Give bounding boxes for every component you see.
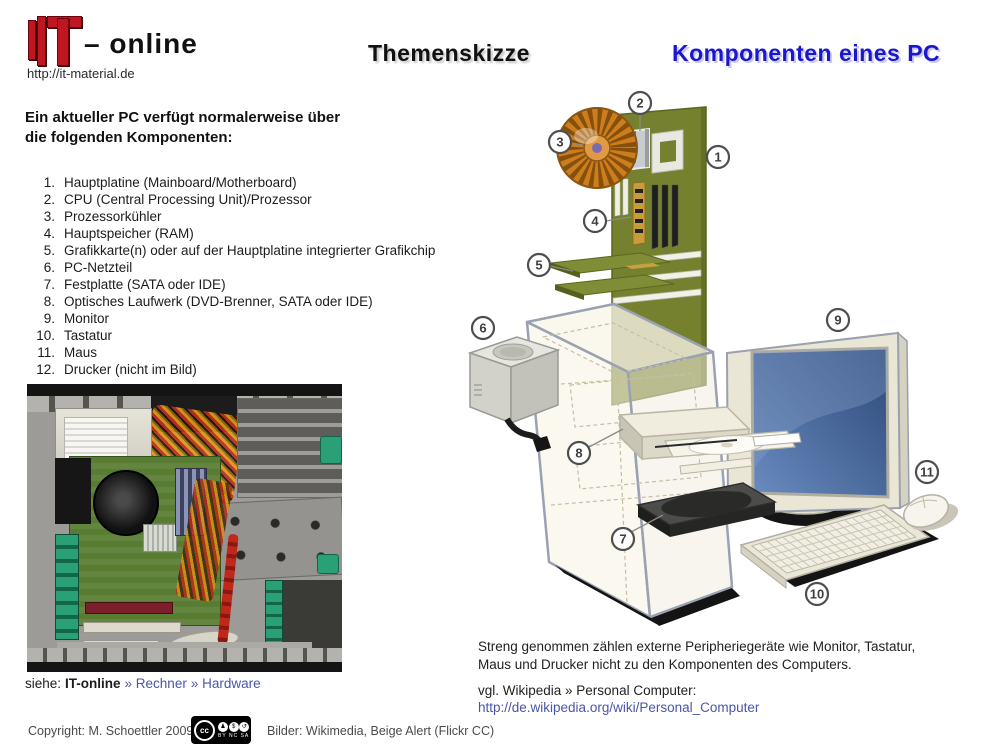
graphics-cards-illustration — [550, 252, 675, 300]
hard-disk-illustration — [636, 482, 778, 537]
list-item: 8.Optisches Laufwerk (DVD-Brenner, SATA … — [43, 294, 373, 309]
intro-text: Ein aktueller PC verfügt normalerweise ü… — [25, 108, 340, 147]
intro-line-1: Ein aktueller PC verfügt normalerweise ü… — [25, 109, 341, 126]
page-title: Komponenten eines PC — [672, 40, 941, 66]
list-item: 3.Prozessorkühler — [43, 209, 162, 224]
psu-label-sticker — [64, 417, 128, 461]
pc-components-diagram: 1 2 3 4 5 6 7 8 9 10 11 — [467, 90, 959, 626]
callout-8: 8 — [566, 440, 592, 466]
svg-text:5: 5 — [535, 258, 542, 273]
motherboard-illustration — [611, 106, 707, 406]
callout-9: 9 — [825, 307, 851, 333]
open-pc-case-photo — [27, 384, 342, 672]
expansion-slot-clips — [55, 534, 79, 640]
link-hardware[interactable]: » Hardware — [190, 676, 261, 691]
component-list: 1.Hauptplatine (Mainboard/Motherboard) 2… — [25, 174, 435, 378]
callout-11: 11 — [914, 459, 940, 485]
callout-4: 4 — [582, 208, 608, 234]
rear-case-fan — [55, 458, 91, 524]
callout-7: 7 — [610, 526, 636, 552]
svg-text:7: 7 — [619, 532, 626, 547]
list-item: 11.Maus — [37, 345, 98, 360]
svg-text:1: 1 — [714, 150, 721, 165]
callout-5: 5 — [526, 252, 552, 278]
case-bottom-edge — [27, 662, 342, 672]
cc-nc-icon: $ — [228, 721, 239, 732]
intro-line-2: die folgenden Komponenten: — [25, 128, 233, 146]
chipset-heatsink — [143, 524, 177, 552]
callout-2: 2 — [627, 90, 653, 116]
list-item: 4.Hauptspeicher (RAM) — [43, 226, 194, 241]
cc-license-badge[interactable]: cc ♟ $ ↺ BY NC SA — [191, 716, 251, 744]
svg-text:8: 8 — [575, 446, 582, 461]
image-credits: Bilder: Wikimedia, Beige Alert (Flickr C… — [267, 724, 495, 738]
list-item: 12.Drucker (nicht im Bild) — [36, 362, 197, 377]
case-top-edge — [27, 384, 342, 396]
cc-terms-text: BY NC SA — [218, 732, 250, 739]
document-type-heading: Themenskizze — [368, 40, 530, 66]
monitor-illustration — [725, 331, 910, 526]
caption-prefix: siehe: — [25, 676, 62, 691]
callout-10: 10 — [804, 581, 830, 607]
cc-logo-icon: cc — [194, 719, 215, 741]
list-item: 10.Tastatur — [36, 328, 113, 343]
list-item: 2.CPU (Central Processing Unit)/Prozesso… — [43, 192, 312, 207]
case-bottom-rail — [27, 648, 342, 662]
list-item: 7.Festplatte (SATA oder IDE) — [43, 277, 226, 292]
site-logo: – online — [28, 10, 248, 66]
pci-slot — [83, 622, 181, 633]
green-drive-clip — [317, 554, 339, 574]
cc-by-icon: ♟ — [218, 721, 228, 732]
power-supply-illustration — [467, 336, 561, 452]
svg-text:4: 4 — [591, 214, 599, 229]
ram-module-illustration — [632, 181, 646, 246]
list-item: 5.Grafikkarte(n) oder auf der Hauptplati… — [43, 243, 436, 258]
case-bay-guides — [542, 322, 702, 606]
callout-1: 1 — [705, 144, 731, 170]
svg-text:10: 10 — [810, 587, 824, 602]
photo-caption: siehe:IT-online» Rechner» Hardware — [25, 676, 265, 691]
keyboard-keys — [752, 510, 916, 573]
link-rechner[interactable]: » Rechner — [124, 676, 187, 691]
logo-it-icon — [28, 12, 82, 66]
svg-text:3: 3 — [556, 135, 563, 150]
callout-6: 6 — [470, 315, 496, 341]
green-drive-clip — [320, 436, 342, 464]
list-item: 9.Monitor — [43, 311, 110, 326]
svg-text:11: 11 — [920, 465, 934, 480]
wikipedia-reference: vgl. Wikipedia » Personal Computer: http… — [478, 682, 759, 716]
gpu-card-edge — [85, 602, 173, 614]
case-shadow-area — [279, 580, 342, 650]
wikipedia-label: vgl. Wikipedia » Personal Computer: — [478, 683, 697, 698]
optical-drive-illustration — [618, 406, 802, 475]
list-item: 6.PC-Netzteil — [43, 260, 133, 275]
mouse-illustration — [903, 494, 959, 531]
svg-text:6: 6 — [479, 321, 486, 336]
caption-brand: IT-online — [65, 676, 121, 691]
list-item: 1.Hauptplatine (Mainboard/Motherboard) — [43, 175, 297, 190]
wikipedia-link[interactable]: http://de.wikipedia.org/wiki/Personal_Co… — [478, 700, 760, 715]
cc-sa-icon: ↺ — [239, 721, 250, 732]
svg-text:2: 2 — [636, 96, 643, 111]
peripherals-note: Streng genommen zählen externe Peripheri… — [478, 639, 916, 672]
callout-3: 3 — [547, 129, 573, 155]
callout-leader-lines — [549, 115, 664, 533]
svg-text:9: 9 — [834, 313, 841, 328]
copyright-text: Copyright: M. Schoettler 2009 — [28, 724, 194, 738]
logo-suffix: – online — [84, 28, 198, 59]
site-url[interactable]: http://it-material.de — [27, 66, 135, 81]
keyboard-illustration — [739, 504, 939, 590]
